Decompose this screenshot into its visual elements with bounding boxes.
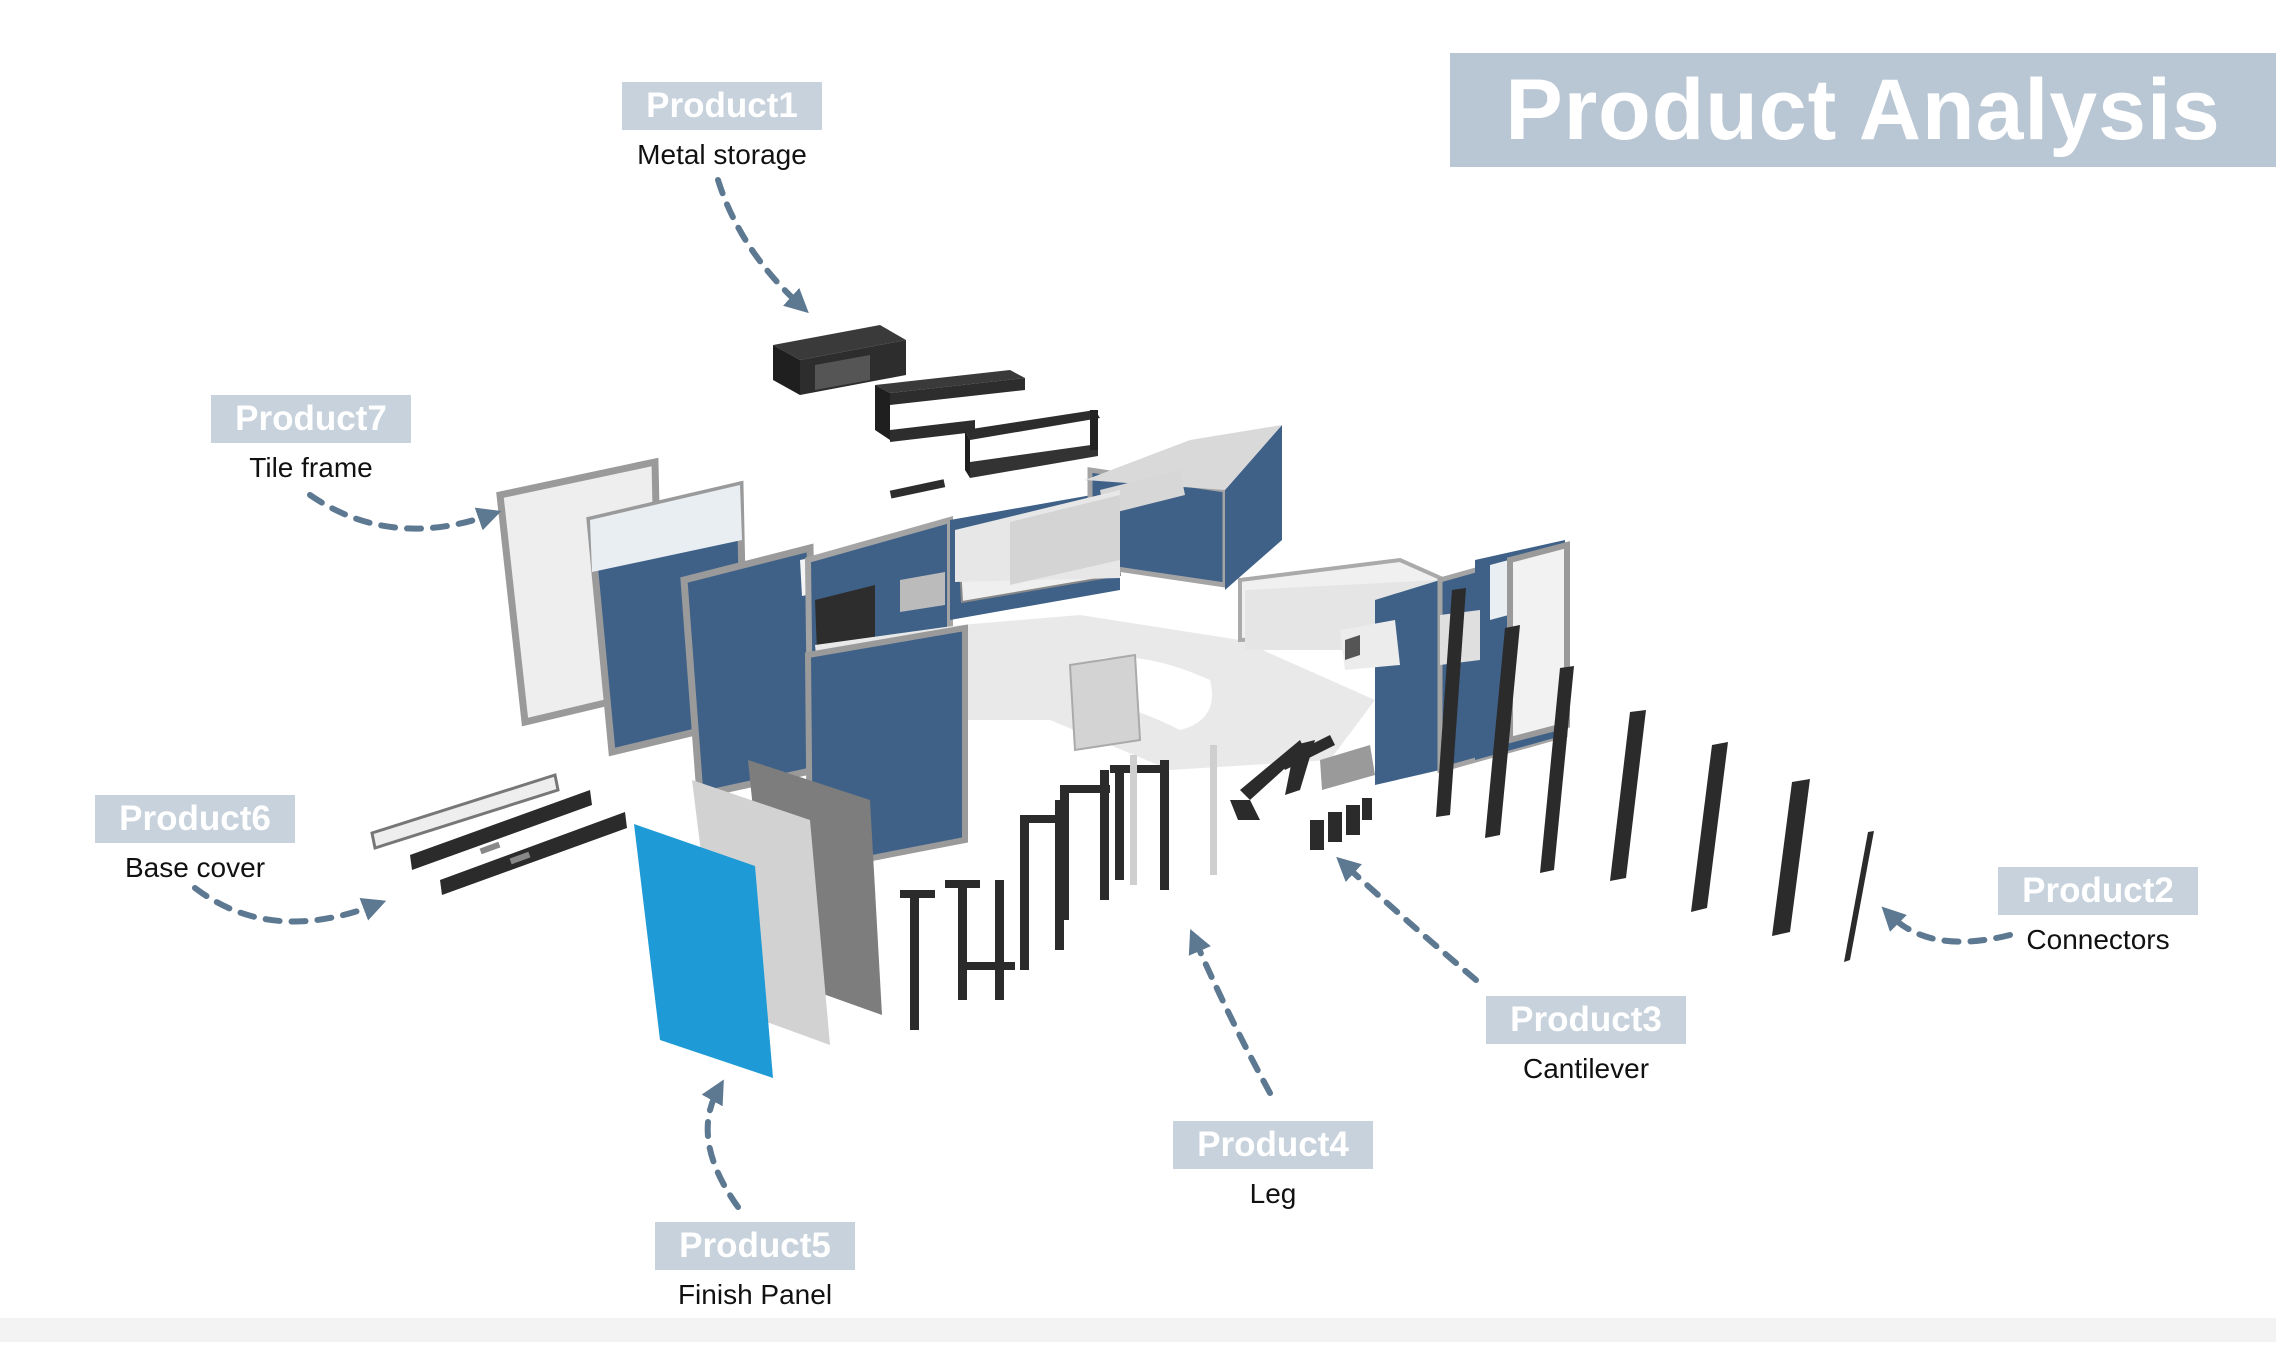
arrow-product4 [1188, 929, 1273, 1096]
product3-desc: Cantilever [1522, 1053, 1650, 1084]
product3-name: Product3 [1486, 996, 1686, 1044]
connectors [1436, 588, 1874, 962]
product5-label: Product5 Finish Panel [595, 1222, 915, 1312]
product3-label: Product3 Cantilever [1426, 996, 1746, 1086]
arrow-product3 [1336, 856, 1479, 983]
product1-name: Product1 [622, 82, 822, 130]
arrow-product5 [701, 1079, 741, 1210]
product5-name: Product5 [655, 1222, 855, 1270]
base-covers [370, 773, 627, 895]
arrow-product1 [715, 177, 809, 314]
product4-name: Product4 [1173, 1121, 1373, 1169]
product1-desc: Metal storage [637, 139, 807, 170]
page-title-text: Product Analysis [1505, 61, 2221, 158]
cantilevers [1230, 735, 1372, 850]
arrow-product2 [1881, 906, 2013, 945]
product7-label: Product7 Tile frame [151, 395, 471, 485]
arrow-product7 [307, 492, 502, 532]
product2-name: Product2 [1998, 867, 2198, 915]
tile-frames [496, 457, 832, 800]
product7-desc: Tile frame [249, 452, 373, 483]
metal-storage-units [773, 325, 1100, 499]
arrow-product6 [192, 885, 387, 925]
product6-name: Product6 [95, 795, 295, 843]
legs [900, 745, 1217, 1030]
product5-desc: Finish Panel [677, 1279, 833, 1310]
product2-desc: Connectors [2026, 924, 2170, 955]
product7-name: Product7 [211, 395, 411, 443]
product1-label: Product1 Metal storage [562, 82, 882, 172]
product6-desc: Base cover [124, 852, 266, 883]
arrows [192, 177, 2013, 1210]
finish-panels [634, 760, 882, 1078]
product2-label: Product2 Connectors [1938, 867, 2258, 957]
product4-label: Product4 Leg [1113, 1121, 1433, 1211]
footer-bar [0, 1318, 2276, 1342]
product4-desc: Leg [1249, 1178, 1297, 1209]
page-title: Product Analysis [1450, 53, 2276, 167]
product6-label: Product6 Base cover [35, 795, 355, 885]
